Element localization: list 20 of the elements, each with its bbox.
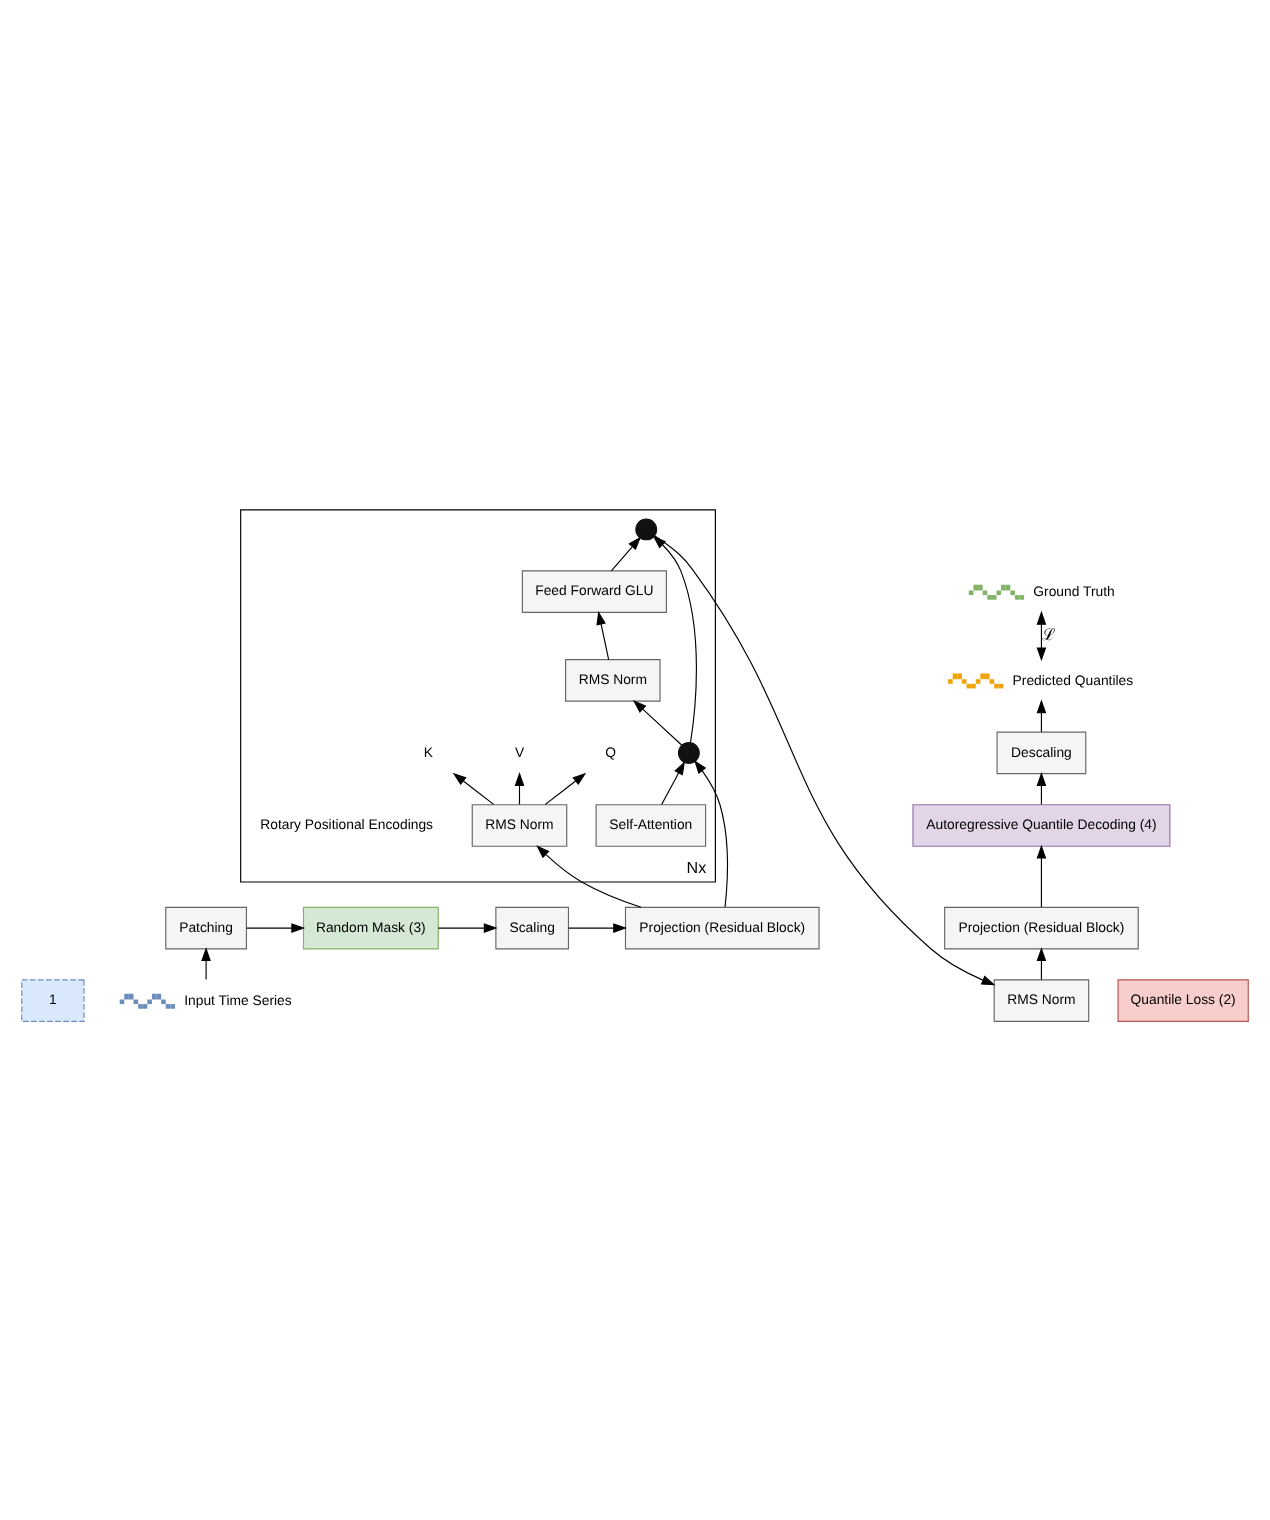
arrow: [661, 760, 686, 804]
arrow: [1036, 698, 1047, 732]
node-circle: [635, 517, 658, 540]
arrow: [694, 759, 728, 907]
arrow: [596, 609, 610, 660]
arrow: [437, 922, 498, 932]
arrow: [1036, 946, 1047, 980]
arrow: [567, 922, 628, 932]
arrow: [536, 844, 642, 907]
arrow: [1036, 609, 1047, 661]
arrow: [544, 771, 587, 804]
node-circle: [677, 741, 700, 763]
arrow: [632, 699, 683, 745]
arrow: [514, 771, 525, 804]
arrow: [1036, 771, 1047, 804]
arrow: [452, 771, 495, 804]
arrow: [201, 946, 211, 980]
arrow: [610, 535, 642, 571]
arrow: [246, 922, 306, 932]
arrow: [1036, 843, 1047, 907]
